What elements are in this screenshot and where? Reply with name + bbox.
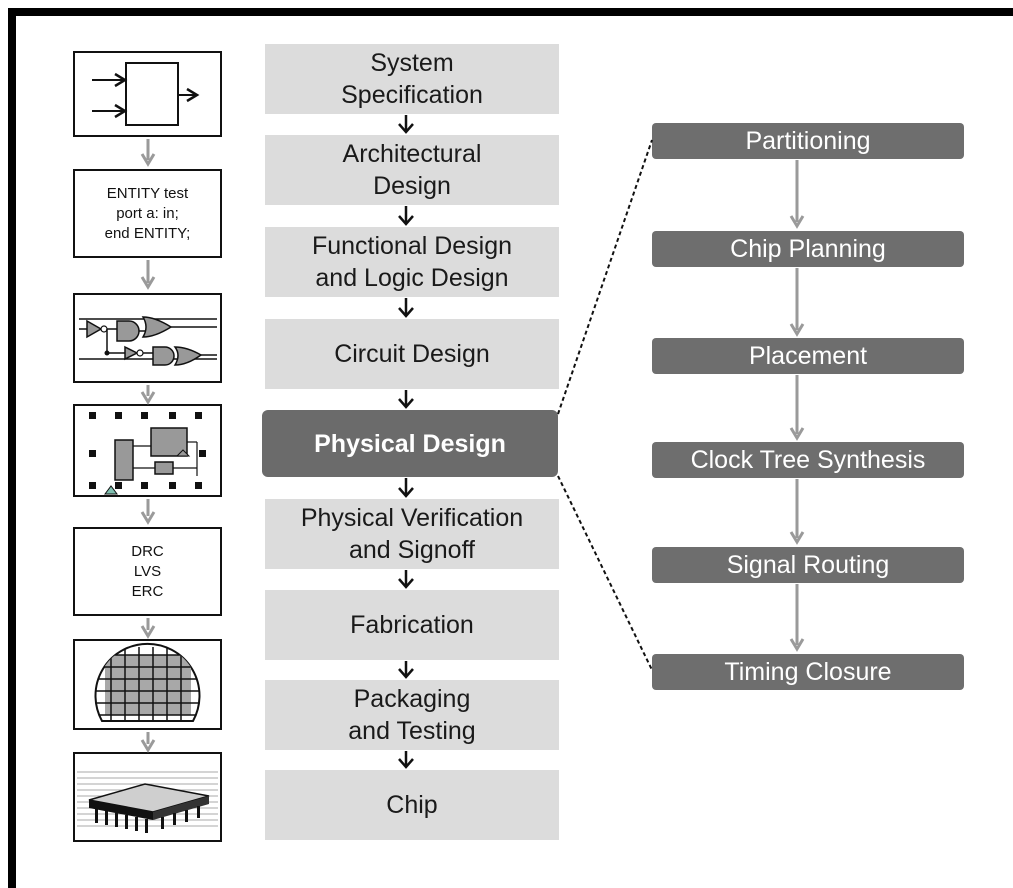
step-system-specification: System Specification [265, 44, 559, 114]
center-flow-arrows [398, 115, 414, 769]
right-column-arrows [789, 160, 805, 652]
chip-package-icon [73, 752, 222, 842]
step-functional-logic-design: Functional Design and Logic Design [265, 227, 559, 297]
sub-step-partitioning: Partitioning [652, 123, 964, 159]
step-physical-design: Physical Design [262, 410, 558, 477]
verification-text: DRC LVS ERC [131, 542, 164, 600]
expansion-dashed-lines [557, 139, 653, 671]
step-chip: Chip [265, 770, 559, 840]
sub-step-placement: Placement [652, 338, 964, 374]
border-frame [8, 8, 1013, 888]
hdl-code-text: ENTITY test port a: in; end ENTITY; [104, 184, 191, 242]
left-column-arrows [140, 139, 156, 753]
sub-step-signal-routing: Signal Routing [652, 547, 964, 583]
sub-step-timing-closure: Timing Closure [652, 654, 964, 690]
hdl-code-box: ENTITY test port a: in; end ENTITY; [73, 169, 222, 258]
step-architectural-design: Architectural Design [265, 135, 559, 205]
sub-step-chip-planning: Chip Planning [652, 231, 964, 267]
step-fabrication: Fabrication [265, 590, 559, 660]
block-diagram-icon [73, 51, 222, 137]
step-packaging-testing: Packaging and Testing [265, 680, 559, 750]
layout-icon [73, 404, 222, 497]
logic-gates-icon [73, 293, 222, 383]
step-physical-verification: Physical Verification and Signoff [265, 499, 559, 569]
step-circuit-design: Circuit Design [265, 319, 559, 389]
verification-box: DRC LVS ERC [73, 527, 222, 616]
sub-step-clock-tree-synthesis: Clock Tree Synthesis [652, 442, 964, 478]
wafer-icon [73, 639, 222, 730]
